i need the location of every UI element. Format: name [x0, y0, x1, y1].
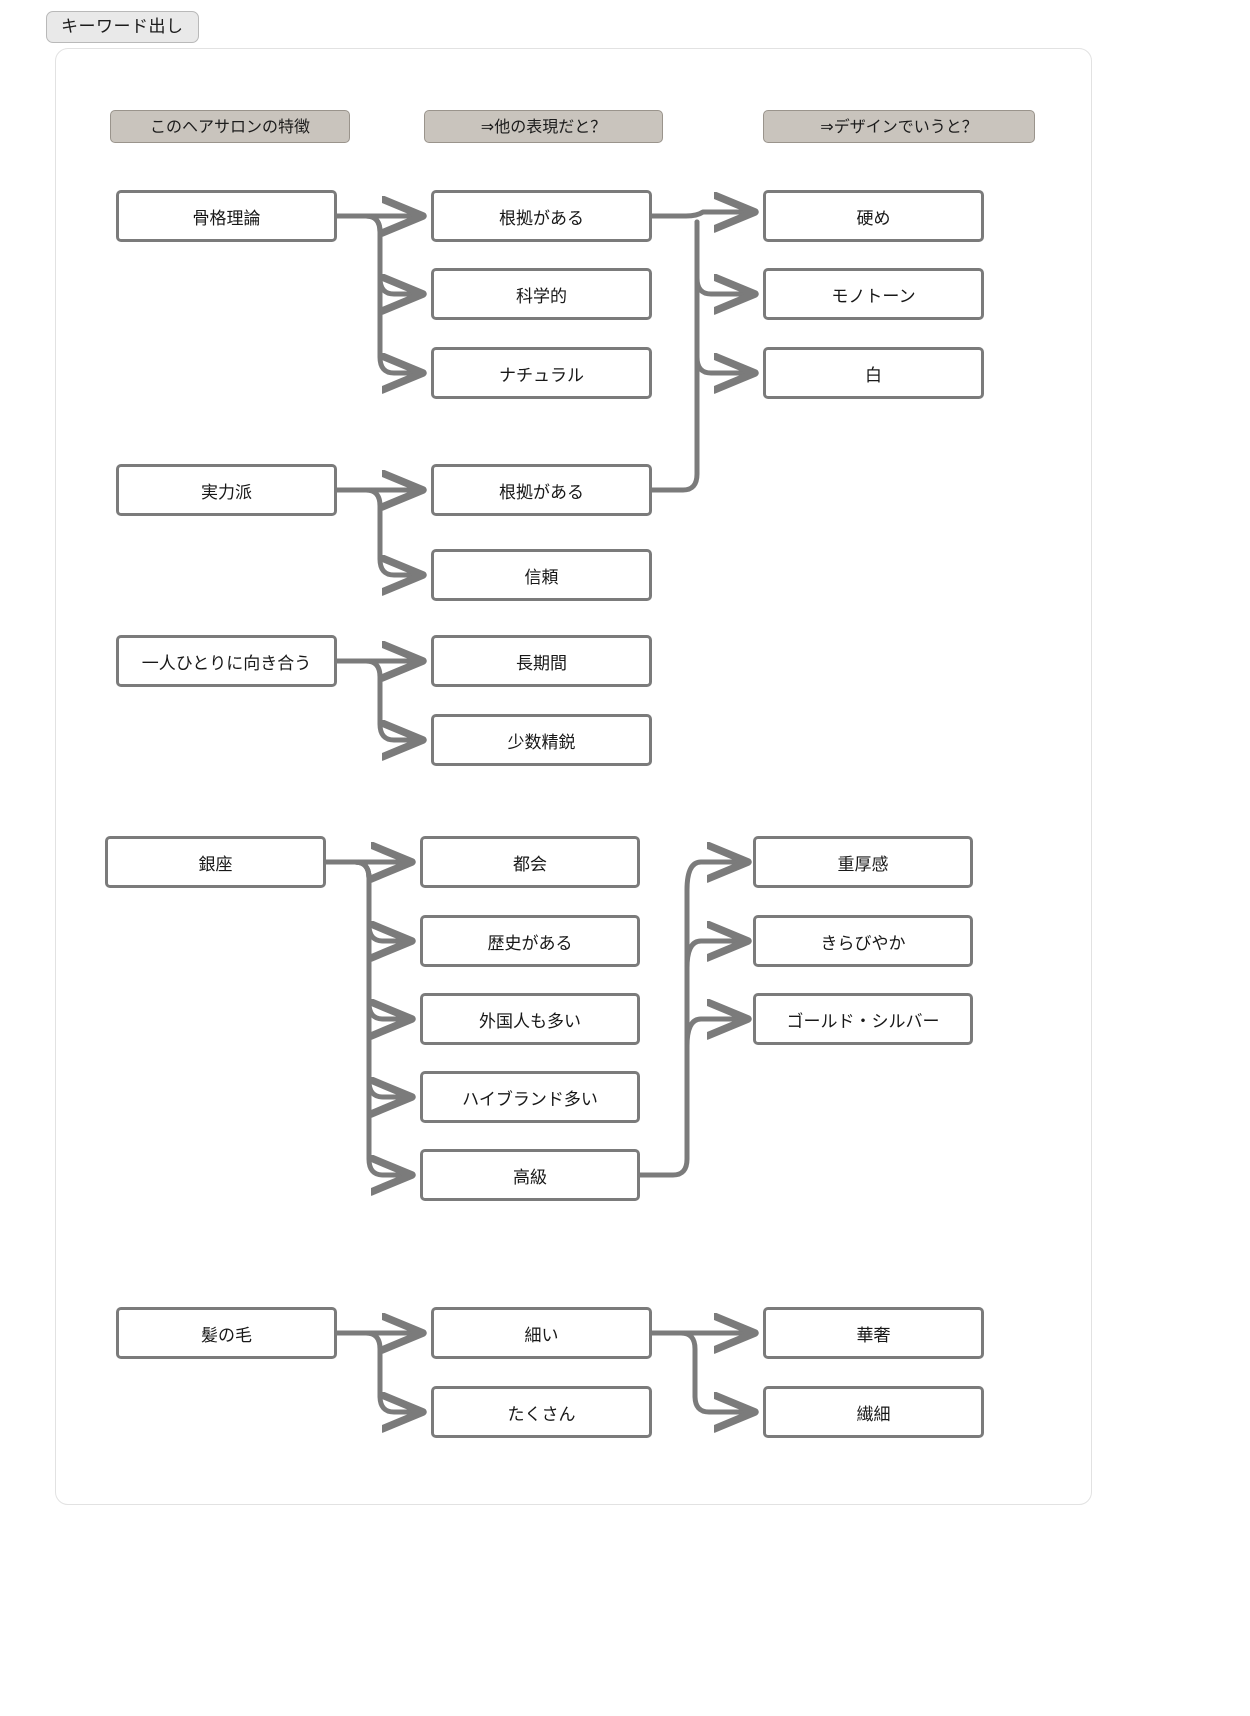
column-header-design: ⇒デザインでいうと？: [763, 110, 1035, 143]
node-design-monotone[interactable]: モノトーン: [763, 268, 984, 320]
column-header-rephrase: ⇒他の表現だと？: [424, 110, 663, 143]
node-rephrase-kokyu[interactable]: 高級: [420, 1149, 640, 1201]
node-source-hitorihitori[interactable]: 一人ひとりに向き合う: [116, 635, 337, 687]
column-header-feature: このヘアサロンの特徴: [110, 110, 350, 143]
node-source-jitsuryokuha[interactable]: 実力派: [116, 464, 337, 516]
node-source-kokkaku[interactable]: 骨格理論: [116, 190, 337, 242]
node-rephrase-choukikan[interactable]: 長期間: [431, 635, 652, 687]
node-design-juukoukan[interactable]: 重厚感: [753, 836, 973, 888]
node-rephrase-kagakuteki[interactable]: 科学的: [431, 268, 652, 320]
node-design-kirabiyaka[interactable]: きらびやか: [753, 915, 973, 967]
node-rephrase-hosoi[interactable]: 細い: [431, 1307, 652, 1359]
node-rephrase-shinrai[interactable]: 信頼: [431, 549, 652, 601]
node-rephrase-highbrand[interactable]: ハイブランド多い: [420, 1071, 640, 1123]
node-rephrase-tokai[interactable]: 都会: [420, 836, 640, 888]
node-rephrase-takusan[interactable]: たくさん: [431, 1386, 652, 1438]
node-rephrase-shousuuseiei[interactable]: 少数精鋭: [431, 714, 652, 766]
node-source-kaminoke[interactable]: 髪の毛: [116, 1307, 337, 1359]
node-source-ginza[interactable]: 銀座: [105, 836, 326, 888]
node-design-kyasha[interactable]: 華奢: [763, 1307, 984, 1359]
node-design-shiro[interactable]: 白: [763, 347, 984, 399]
node-rephrase-rekishi[interactable]: 歴史がある: [420, 915, 640, 967]
node-rephrase-konkyo-2[interactable]: 根拠がある: [431, 464, 652, 516]
node-design-sensai[interactable]: 繊細: [763, 1386, 984, 1438]
node-rephrase-konkyo-1[interactable]: 根拠がある: [431, 190, 652, 242]
node-rephrase-natural[interactable]: ナチュラル: [431, 347, 652, 399]
title-tab[interactable]: キーワード出し: [46, 11, 199, 43]
node-design-katame[interactable]: 硬め: [763, 190, 984, 242]
diagram-card: [55, 48, 1092, 1505]
node-rephrase-gaikokujin[interactable]: 外国人も多い: [420, 993, 640, 1045]
node-design-goldsilver[interactable]: ゴールド・シルバー: [753, 993, 973, 1045]
